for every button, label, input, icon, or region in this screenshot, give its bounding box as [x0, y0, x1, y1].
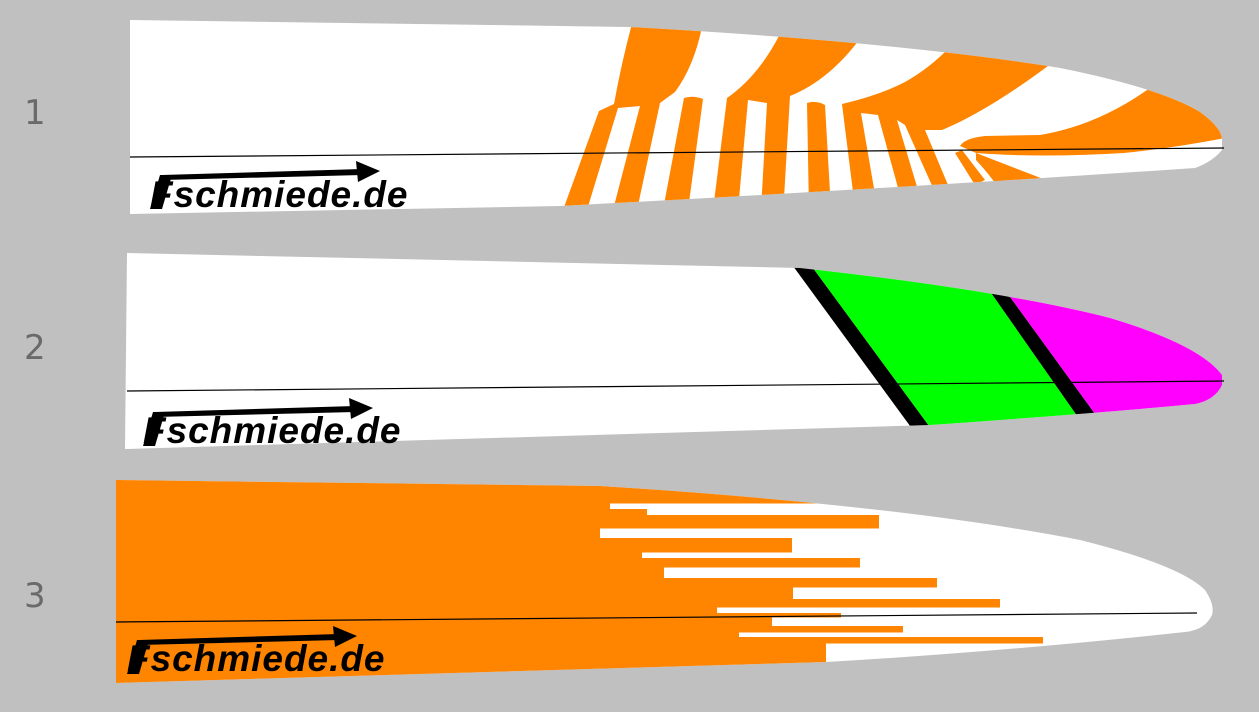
- design-label-2: 2: [24, 328, 46, 368]
- orange-bar: [116, 552, 642, 559]
- orange-bar: [116, 538, 792, 553]
- logo-text: Fschmiede.de: [150, 174, 407, 215]
- tip-magenta: [1005, 290, 1222, 430]
- logo: Fschmiede.de: [143, 398, 401, 451]
- orange-bar: [116, 599, 1000, 608]
- orange-bar: [116, 480, 870, 504]
- orange-bar: [116, 578, 937, 588]
- design-label-1: 1: [24, 93, 46, 133]
- reference-line: [126, 380, 1225, 392]
- finger: [663, 96, 703, 210]
- logo-text: Fschmiede.de: [127, 638, 384, 679]
- orange-bar: [116, 587, 793, 600]
- finger: [955, 150, 985, 185]
- orange-bar: [116, 509, 647, 516]
- orange-bar: [116, 626, 903, 633]
- stripe: [713, 30, 862, 210]
- logo: Fschmiede.de: [127, 626, 385, 679]
- orange-bar: [116, 558, 860, 568]
- orange-bar: [116, 613, 841, 618]
- orange-bar: [116, 503, 610, 510]
- finger: [807, 101, 831, 210]
- orange-bar: [116, 528, 600, 539]
- stripe-black: [987, 287, 1098, 420]
- orange-bar: [116, 632, 739, 638]
- logo-text: Fschmiede.de: [143, 410, 400, 451]
- stripe: [563, 20, 703, 210]
- tip-crescent: [960, 85, 1222, 156]
- reference-line: [115, 612, 1198, 623]
- wing-design-2: Fschmiede.de: [125, 253, 1225, 451]
- reference-line: [129, 147, 1225, 158]
- stripe-black: [793, 266, 932, 430]
- logo: Fschmiede.de: [150, 161, 408, 215]
- orange-bar: [116, 617, 772, 627]
- wing-design-1: Fschmiede.de: [129, 20, 1225, 215]
- stripe: [842, 45, 1056, 200]
- band-green: [813, 268, 1080, 430]
- orange-bar: [116, 637, 1043, 644]
- orange-bar: [116, 607, 717, 614]
- design-label-3: 3: [24, 576, 46, 616]
- orange-bar: [116, 515, 879, 529]
- orange-bar: [116, 567, 664, 579]
- wing-design-3: Fschmiede.de: [115, 480, 1213, 683]
